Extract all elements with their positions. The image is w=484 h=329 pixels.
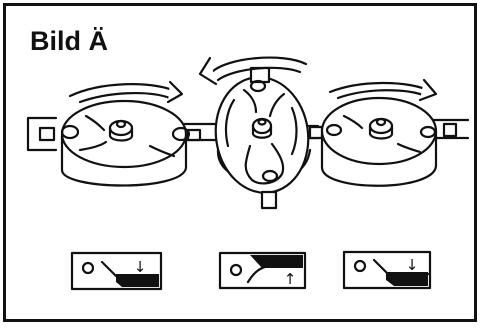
middle-disc	[214, 66, 312, 210]
left-indicator	[70, 251, 163, 291]
left-indicator-arrow: ↓	[134, 258, 147, 276]
right-indicator-arrow: ↓	[406, 256, 419, 274]
left-rotation-arrow	[68, 80, 184, 104]
right-disc	[320, 96, 438, 187]
middle-indicator	[218, 251, 307, 290]
figure-title: Bild Ä	[30, 26, 108, 56]
middle-indicator-arrow: ↑	[284, 270, 297, 288]
right-indicator	[342, 250, 432, 290]
right-rotation-arrow	[328, 78, 438, 102]
middle-rotation-arrow	[198, 56, 308, 86]
left-disc	[60, 99, 191, 187]
